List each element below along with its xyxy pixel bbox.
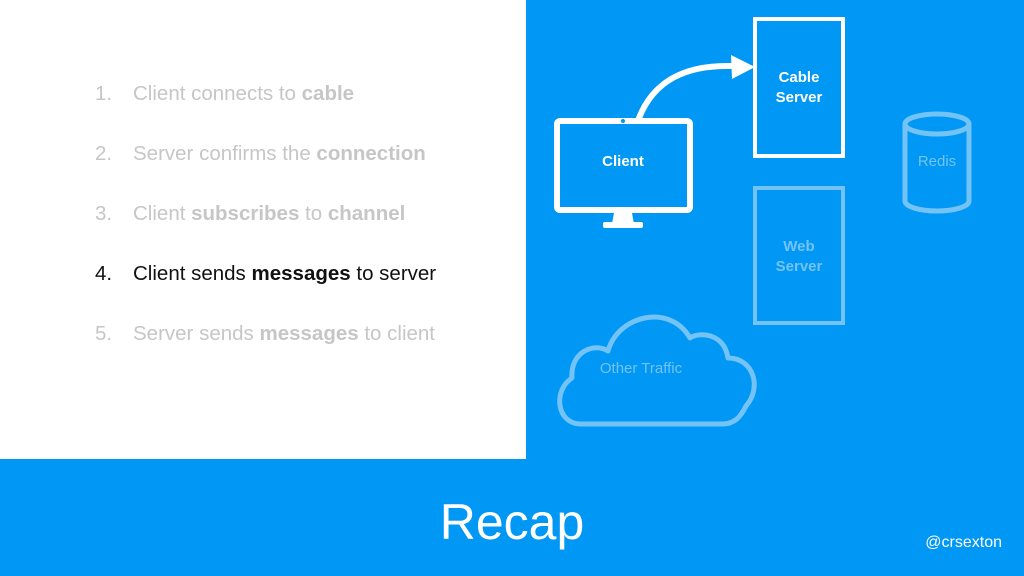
slide-title: Recap <box>439 494 585 550</box>
redis-label: Redis <box>917 153 957 170</box>
step-text: to server <box>350 262 437 285</box>
step-item: 5. Server sends messages to client <box>95 320 515 380</box>
step-text: Client <box>133 202 192 225</box>
step-text: to <box>299 202 328 225</box>
cloud-icon <box>557 314 757 427</box>
other-traffic-label: Other Traffic <box>599 360 683 377</box>
web-server-box <box>753 186 845 325</box>
step-number: 3. <box>95 202 113 225</box>
cable-server-label-line1: Cable <box>778 69 820 86</box>
step-number: 2. <box>95 142 113 165</box>
web-server-label: Web Server <box>755 237 843 277</box>
steps-panel: 1. Client connects to cable 2. Server confi… <box>0 0 526 459</box>
redis-database-icon <box>902 111 972 214</box>
author-handle: @crsexton <box>925 534 1002 551</box>
connection-arrow <box>636 55 755 121</box>
step-item: 1. Client connects to cable <box>95 80 515 140</box>
step-keyword: messages <box>251 262 351 285</box>
steps-list: 1. Client connects to cable 2. Server confi… <box>95 80 515 380</box>
web-server-label-line1: Web <box>783 238 815 255</box>
client-monitor-icon <box>554 118 693 228</box>
step-text: Client connects to <box>133 82 302 105</box>
step-number: 5. <box>95 322 113 345</box>
step-number: 1. <box>95 82 113 105</box>
step-text: Server confirms the <box>133 142 317 165</box>
architecture-diagram: Client Cable Server Web Server Redis Oth… <box>526 0 1024 459</box>
client-label: Client <box>602 153 644 170</box>
step-text: to client <box>358 322 436 345</box>
cable-server-box <box>753 17 845 158</box>
cable-server-label-line2: Server <box>775 89 823 106</box>
step-keyword: channel <box>327 202 406 225</box>
step-keyword: cable <box>301 82 355 105</box>
step-item: 2. Server confirms the connection <box>95 140 515 200</box>
step-text: Server sends <box>133 322 260 345</box>
step-item: 3. Client subscribes to channel <box>95 200 515 260</box>
diagram-graphics <box>554 17 972 427</box>
web-server-label-line2: Server <box>775 258 823 275</box>
cable-server-label: Cable Server <box>755 68 843 108</box>
step-number: 4. <box>95 262 113 285</box>
step-keyword: subscribes <box>191 202 300 225</box>
step-item: 4. Client sends messages to server <box>95 260 515 320</box>
step-text: Client sends <box>133 262 252 285</box>
step-keyword: messages <box>259 322 359 345</box>
step-keyword: connection <box>316 142 426 165</box>
